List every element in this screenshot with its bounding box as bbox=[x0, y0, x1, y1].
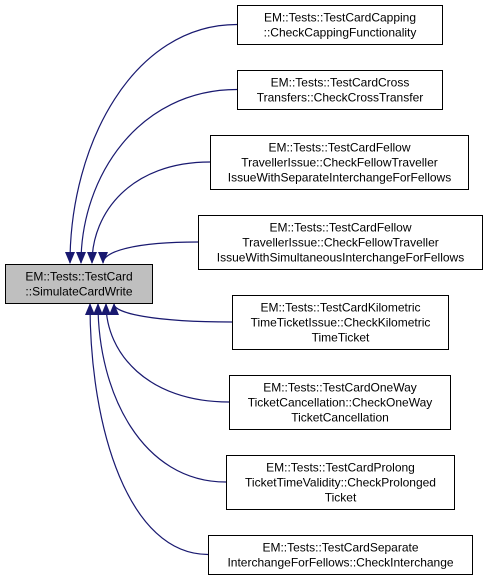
caller-node-5-label-line: TimeTicket bbox=[312, 331, 370, 345]
caller-node-5-box bbox=[232, 295, 449, 350]
caller-node-1-label-line: EM::Tests::TestCardCapping bbox=[264, 11, 416, 25]
edge-caller-1 bbox=[65, 23, 238, 264]
caller-node-8-label-line: EM::Tests::TestCardSeparate bbox=[262, 541, 418, 555]
caller-node-8-label-line: InterchangeForFellows::CheckInterchange bbox=[227, 556, 453, 570]
edge-caller-2 bbox=[76, 88, 238, 264]
source-node-box bbox=[5, 264, 153, 304]
caller-node-8-box bbox=[208, 535, 473, 575]
caller-node-1-label-line: ::CheckCappingFunctionality bbox=[264, 26, 417, 40]
caller-node-2[interactable]: EM::Tests::TestCardCrossTransfers::Check… bbox=[237, 70, 443, 110]
caller-node-7[interactable]: EM::Tests::TestCardProlongTicketTimeVali… bbox=[226, 455, 455, 510]
caller-node-8[interactable]: EM::Tests::TestCardSeparateInterchangeFo… bbox=[208, 535, 473, 575]
caller-node-3[interactable]: EM::Tests::TestCardFellowTravellerIssue:… bbox=[210, 135, 469, 190]
edge-caller-4 bbox=[98, 241, 199, 264]
caller-node-7-box bbox=[226, 455, 455, 510]
caller-node-6-label-line: EM::Tests::TestCardOneWay bbox=[263, 381, 417, 395]
caller-node-6-label-line: TicketCancellation::CheckOneWay bbox=[248, 396, 433, 410]
caller-node-6-box bbox=[229, 375, 451, 430]
caller-node-5[interactable]: EM::Tests::TestCardKilometricTimeTicketI… bbox=[232, 295, 449, 350]
caller-node-2-label-line: EM::Tests::TestCardCross bbox=[271, 76, 410, 90]
caller-node-4-label-line: EM::Tests::TestCardFellow bbox=[269, 221, 411, 235]
source-node-label-line: EM::Tests::TestCard bbox=[25, 270, 132, 284]
caller-node-2-label-line: Transfers::CheckCrossTransfer bbox=[257, 91, 423, 105]
edge-caller-7 bbox=[93, 303, 227, 483]
caller-node-3-label-line: IssueWithSeparateInterchangeForFellows bbox=[228, 171, 451, 185]
caller-node-3-box bbox=[210, 135, 469, 190]
caller-node-4[interactable]: EM::Tests::TestCardFellowTravellerIssue:… bbox=[198, 215, 483, 270]
source-node[interactable]: EM::Tests::TestCard::SimulateCardWrite bbox=[5, 264, 153, 304]
caller-node-6[interactable]: EM::Tests::TestCardOneWayTicketCancellat… bbox=[229, 375, 451, 430]
caller-node-7-label-line: Ticket bbox=[325, 491, 357, 505]
caller-node-5-label-line: TimeTicketIssue::CheckKilometric bbox=[251, 316, 431, 330]
caller-node-1[interactable]: EM::Tests::TestCardCapping::CheckCapping… bbox=[237, 5, 443, 45]
caller-node-6-label-line: TicketCancellation bbox=[291, 411, 389, 425]
edge-caller-8 bbox=[85, 303, 209, 556]
caller-node-5-label-line: EM::Tests::TestCardKilometric bbox=[260, 301, 420, 315]
caller-node-1-box bbox=[237, 5, 443, 45]
caller-node-7-label-line: TicketTimeValidity::CheckProlonged bbox=[245, 476, 436, 490]
caller-node-2-box bbox=[237, 70, 443, 110]
edge-caller-3 bbox=[87, 161, 211, 264]
caller-node-4-label-line: TravellerIssue::CheckFellowTraveller bbox=[242, 236, 439, 250]
caller-node-4-label-line: IssueWithSimultaneousInterchangeForFello… bbox=[217, 251, 464, 265]
edges bbox=[65, 23, 238, 556]
caller-node-4-box bbox=[198, 215, 483, 270]
caller-node-3-label-line: TravellerIssue::CheckFellowTraveller bbox=[241, 156, 438, 170]
caller-node-7-label-line: EM::Tests::TestCardProlong bbox=[266, 461, 415, 475]
caller-node-3-label-line: EM::Tests::TestCardFellow bbox=[268, 141, 410, 155]
edge-caller-5 bbox=[109, 303, 233, 323]
edge-caller-6 bbox=[101, 303, 230, 403]
nodes: EM::Tests::TestCard::SimulateCardWriteEM… bbox=[5, 5, 483, 575]
source-node-label-line: ::SimulateCardWrite bbox=[25, 285, 132, 299]
